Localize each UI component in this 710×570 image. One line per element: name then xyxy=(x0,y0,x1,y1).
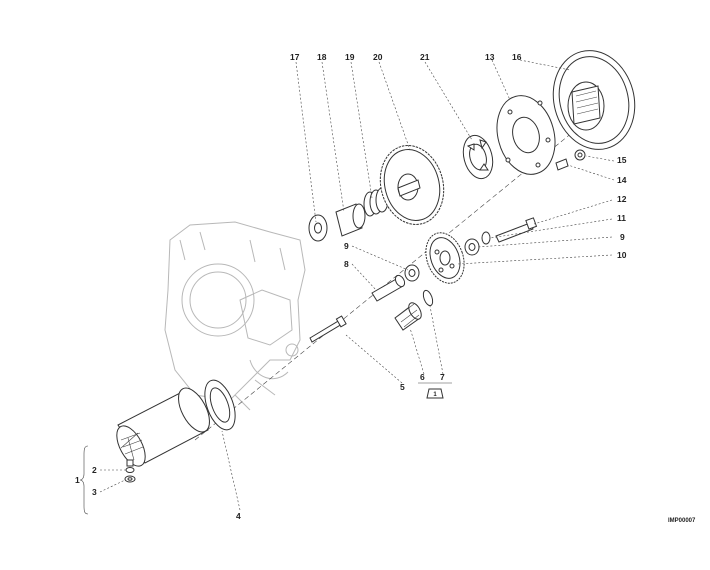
shaft-washer xyxy=(404,264,420,282)
callout-6: 6 xyxy=(420,372,425,382)
flywheel xyxy=(552,50,636,150)
screw xyxy=(309,315,347,343)
callout-5: 5 xyxy=(400,382,405,392)
bushing xyxy=(335,203,366,237)
clutch-flange xyxy=(496,95,556,175)
bolt xyxy=(495,217,538,243)
callout-10: 10 xyxy=(617,250,627,260)
circlip xyxy=(481,231,491,245)
callout-15: 15 xyxy=(617,155,627,165)
spring xyxy=(363,187,389,217)
callout-18: 18 xyxy=(317,52,327,62)
group-bracket xyxy=(79,445,89,515)
pinion-washer xyxy=(422,289,434,307)
drawing-code: IMP00007 xyxy=(668,518,696,524)
freewheel-clutch xyxy=(462,134,494,180)
callout-9-upper: 9 xyxy=(620,232,625,242)
callout-2: 2 xyxy=(92,465,97,475)
callout-4: 4 xyxy=(236,511,241,521)
terminal-washer xyxy=(124,475,136,483)
callout-12: 12 xyxy=(617,194,627,204)
callout-14: 14 xyxy=(617,175,627,185)
callout-16: 16 xyxy=(512,52,522,62)
starter-gasket xyxy=(204,379,236,431)
callout-19: 19 xyxy=(345,52,355,62)
callout-3: 3 xyxy=(92,487,97,497)
callout-7: 7 xyxy=(440,372,445,382)
starter-pinion xyxy=(394,302,422,331)
intermediate-gear xyxy=(425,232,465,284)
callout-1: 1 xyxy=(75,475,80,485)
starter-motor xyxy=(116,387,210,467)
idler-shaft xyxy=(371,274,406,302)
engine-casing xyxy=(164,221,306,411)
dowel-pin xyxy=(555,158,569,171)
starter-gear xyxy=(379,145,445,225)
callout-8: 8 xyxy=(344,259,349,269)
callout-13: 13 xyxy=(485,52,495,62)
spacer-washer xyxy=(308,214,328,242)
gear-washer xyxy=(464,238,480,256)
leader-lines xyxy=(99,59,615,511)
callout-11: 11 xyxy=(617,213,626,223)
kit-symbol: 1 xyxy=(426,388,444,399)
svg-text:1: 1 xyxy=(433,392,437,398)
callout-21: 21 xyxy=(420,52,430,62)
callout-9-lower: 9 xyxy=(344,241,349,251)
terminal-nut xyxy=(125,467,135,473)
callout-20: 20 xyxy=(373,52,383,62)
flywheel-nut xyxy=(574,149,586,161)
callout-17: 17 xyxy=(290,52,300,62)
